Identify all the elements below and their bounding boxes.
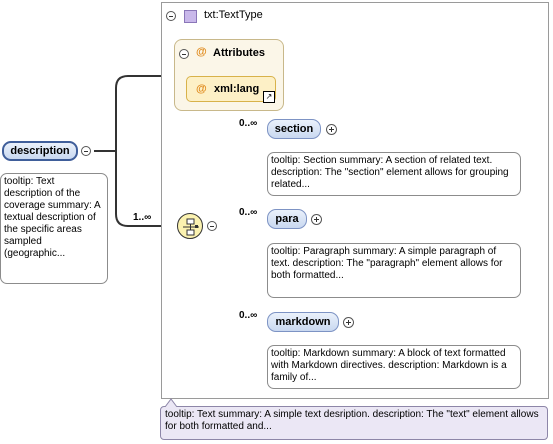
complex-type-icon [184,10,197,23]
element-markdown[interactable]: markdown [267,312,339,332]
element-section[interactable]: section [267,119,321,139]
reference-link-icon[interactable]: ↗ [263,91,275,103]
attribute-name: xml:lang [214,83,260,95]
expand-section-icon[interactable] [326,124,337,135]
markdown-tooltip: tooltip: Markdown summary: A block of te… [267,345,521,389]
element-para[interactable]: para [267,209,307,229]
element-description[interactable]: description [2,141,78,161]
attribute-at-icon: @ [196,83,207,95]
para-tooltip: tooltip: Paragraph summary: A simple par… [267,243,521,298]
attribute-at-icon: @ [196,46,207,58]
expand-markdown-icon[interactable] [343,317,354,328]
sequence-compositor-icon[interactable] [177,213,203,239]
description-tooltip: tooltip: Text description of the coverag… [0,173,108,284]
section-multiplicity: 0..∞ [239,118,258,129]
collapse-attributes-icon[interactable] [179,49,189,59]
collapse-type-icon[interactable] [166,11,176,21]
para-multiplicity: 0..∞ [239,207,258,218]
section-tooltip: tooltip: Section summary: A section of r… [267,152,521,196]
type-title: txt:TextType [204,9,263,21]
collapse-description-icon[interactable] [81,146,91,156]
attributes-label: Attributes [213,47,265,59]
sequence-multiplicity: 1..∞ [133,212,152,223]
tooltip-pointer-icon [164,398,178,407]
type-header: txt:TextType [162,3,548,27]
type-tooltip: tooltip: Text summary: A simple text des… [160,406,548,440]
attribute-xml-lang[interactable]: @ xml:lang ↗ [186,76,276,103]
collapse-sequence-icon[interactable] [207,221,217,231]
markdown-multiplicity: 0..∞ [239,310,258,321]
expand-para-icon[interactable] [311,214,322,225]
